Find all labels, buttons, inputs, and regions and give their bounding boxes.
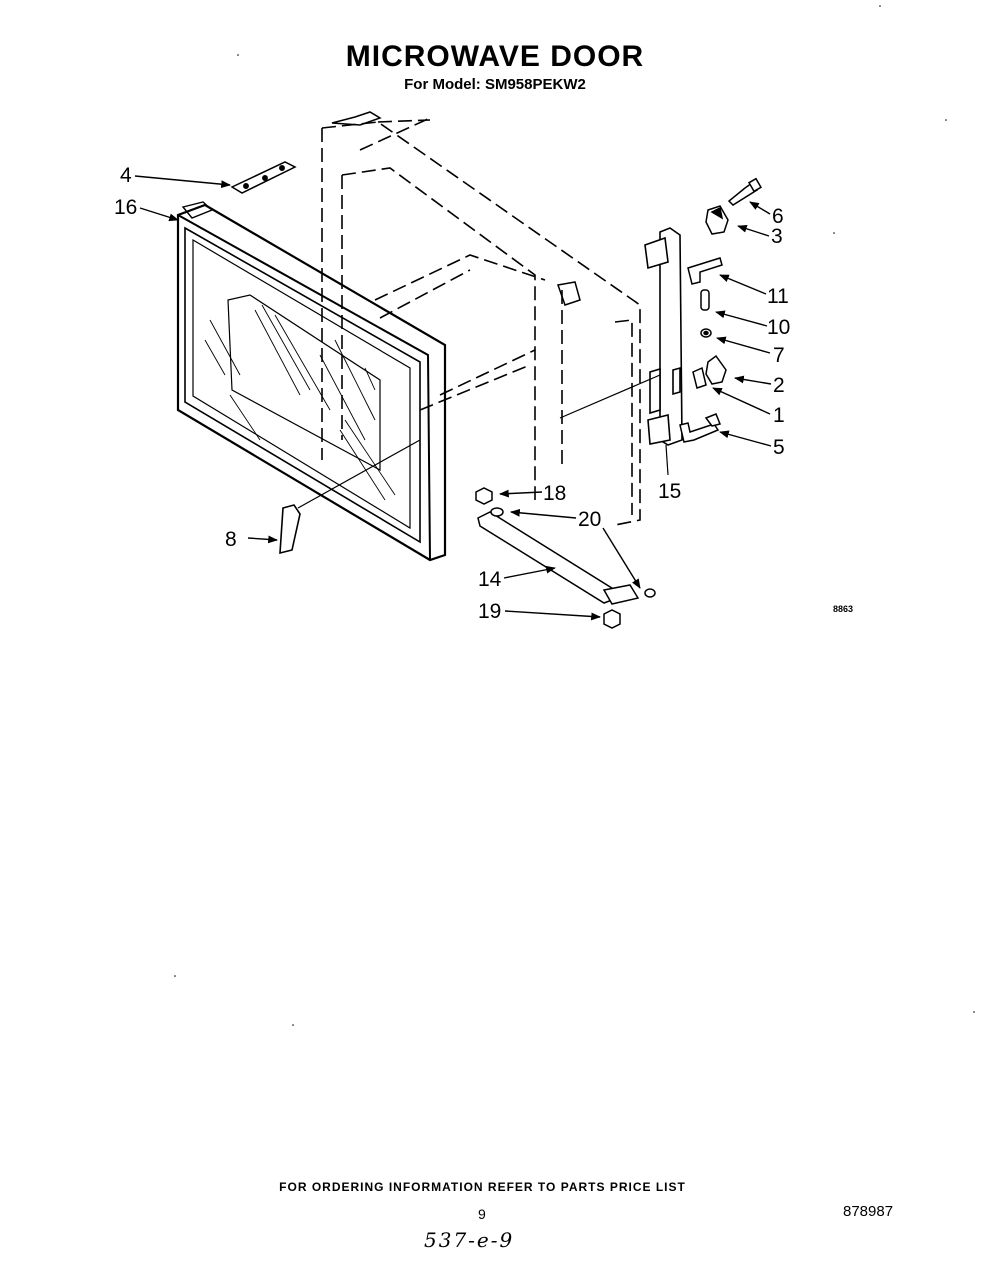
pin (700, 289, 710, 311)
diagram-code: 8863 (833, 604, 853, 614)
hinge-plate (230, 161, 297, 194)
callout-11: 11 (767, 285, 789, 308)
ordering-note: FOR ORDERING INFORMATION REFER TO PARTS … (279, 1180, 686, 1194)
assembly-leader-lines (297, 374, 669, 509)
callout-14: 14 (478, 568, 502, 591)
callout-18: 18 (543, 482, 566, 505)
door-glass-window (204, 304, 396, 501)
callout-8: 8 (225, 528, 237, 551)
linkage-arm (477, 511, 640, 605)
callout-10: 10 (767, 316, 790, 339)
latch-screw (727, 177, 762, 206)
nut-bottom (603, 609, 621, 629)
interlock-switch-bottom (692, 354, 727, 389)
door-panel (176, 201, 447, 562)
callout-3: 3 (771, 225, 783, 248)
document-number: 878987 (843, 1203, 894, 1220)
callout-2: 2 (773, 374, 785, 397)
callout-arrows (134, 175, 772, 621)
washer (700, 328, 712, 338)
model-subtitle: For Model: SM958PEKW2 (404, 76, 586, 93)
handwritten-code: 537-e-9 (424, 1228, 515, 1252)
interlock-switch-top (705, 205, 729, 235)
switch-lever (687, 257, 723, 285)
scan-specks (174, 5, 975, 1026)
page-number: 9 (478, 1206, 486, 1222)
door-latch (279, 504, 301, 555)
callout-6: 6 (772, 205, 784, 228)
callout-7: 7 (773, 344, 785, 367)
callout-15: 15 (658, 480, 681, 503)
washers (490, 507, 656, 598)
callout-5: 5 (773, 436, 785, 459)
latch-bracket (644, 227, 683, 446)
callout-20: 20 (578, 508, 601, 531)
callout-1: 1 (773, 404, 785, 427)
page-title: MICROWAVE DOOR (345, 40, 645, 73)
callout-19: 19 (478, 600, 501, 623)
callout-16: 16 (114, 196, 137, 219)
frame-top-tab (331, 111, 581, 306)
nut-top (475, 487, 493, 505)
actuator-lever (679, 413, 722, 443)
callout-4: 4 (120, 164, 132, 187)
